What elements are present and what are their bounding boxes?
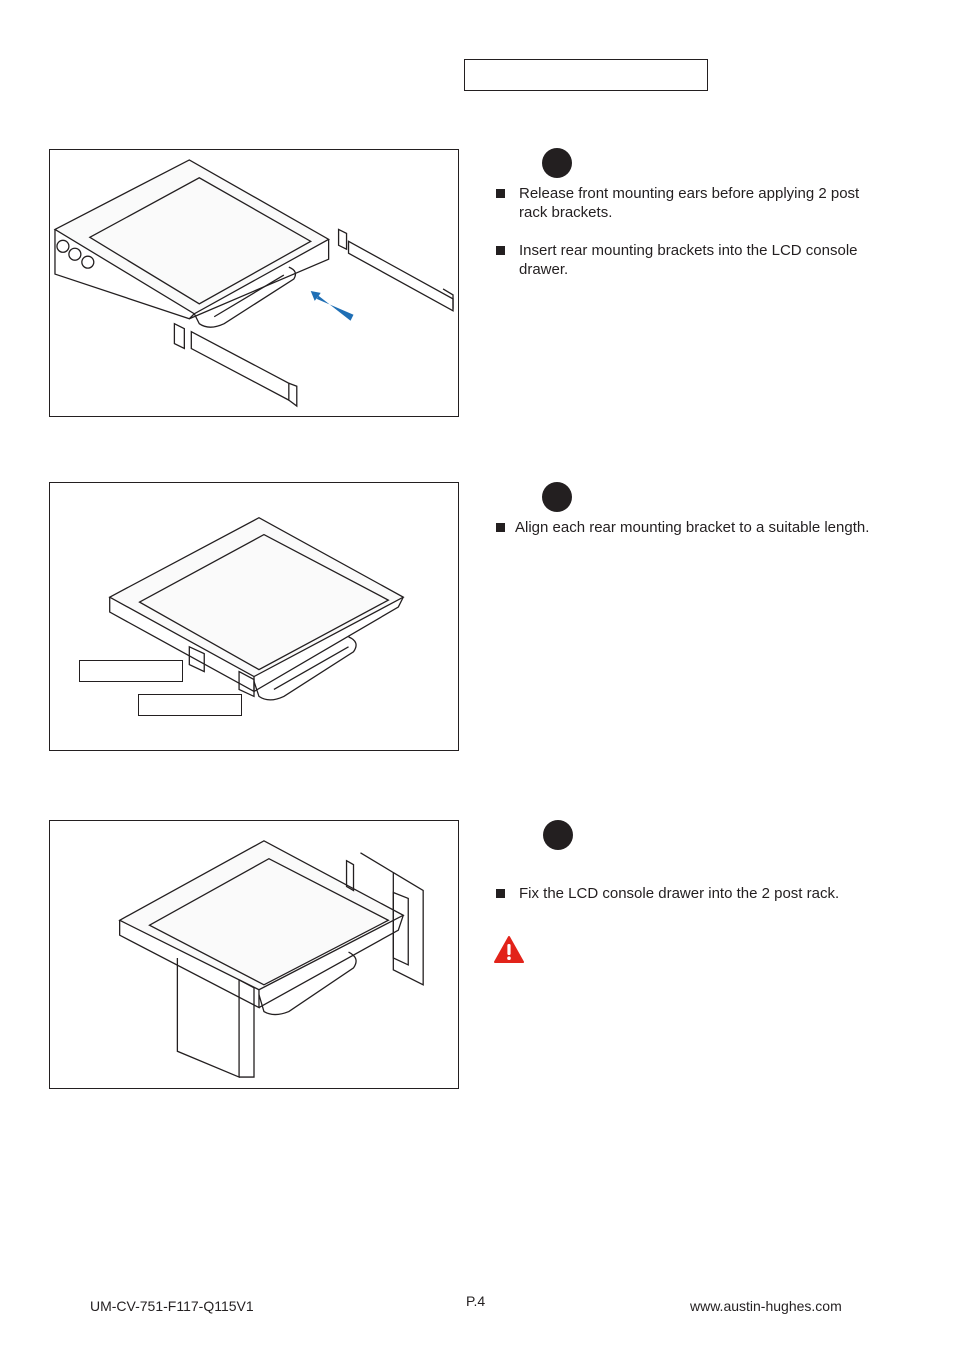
figure-step-1 — [49, 149, 459, 417]
figure-step-3 — [49, 820, 459, 1089]
step-1-bullet-2: Insert rear mounting brackets into the L… — [496, 241, 896, 281]
insert-direction-arrow — [310, 290, 354, 321]
step-number-dot-1 — [542, 148, 572, 178]
bullet-square-icon — [496, 189, 505, 198]
bullet-square-icon — [496, 523, 505, 532]
warning-triangle-icon — [494, 935, 524, 965]
bullet-text: Release front mounting ears before apply… — [519, 185, 860, 221]
callout-label-2 — [138, 694, 242, 716]
drawer-with-brackets-illustration — [53, 159, 454, 408]
section-title-box — [464, 59, 708, 91]
document-code: UM-CV-751-F117-Q115V1 — [90, 1298, 254, 1314]
step-number-dot-2 — [542, 482, 572, 512]
bullet-text: Fix the LCD console drawer into the 2 po… — [519, 885, 840, 902]
step-1-bullet-1: Release front mounting ears before apply… — [496, 184, 896, 224]
page-number: P.4 — [466, 1293, 486, 1309]
step-2-bullet-1: Align each rear mounting bracket to a su… — [496, 518, 916, 540]
step-number-dot-3 — [543, 820, 573, 850]
figure-step-2 — [49, 482, 459, 751]
drawer-align-brackets-illustration — [108, 517, 405, 701]
bullet-text: Align each rear mounting bracket to a su… — [515, 519, 870, 536]
website-link[interactable]: www.austin-hughes.com — [690, 1298, 842, 1314]
bullet-square-icon — [496, 889, 505, 898]
bullet-square-icon — [496, 246, 505, 255]
drawer-in-2-post-rack-illustration — [118, 840, 424, 1079]
step-3-bullet-1: Fix the LCD console drawer into the 2 po… — [496, 884, 896, 906]
callout-label-1 — [79, 660, 183, 682]
bullet-text: Insert rear mounting brackets into the L… — [519, 242, 858, 278]
